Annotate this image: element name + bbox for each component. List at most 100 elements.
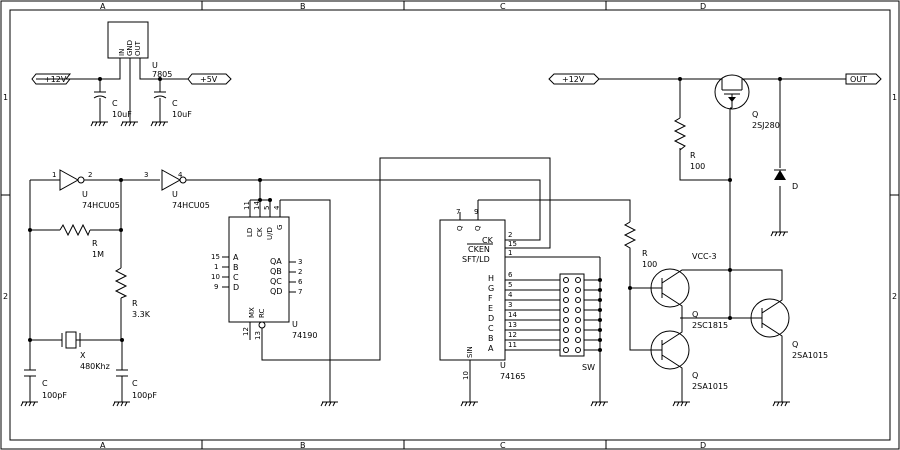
sr-top-label: Q <box>474 225 482 231</box>
pin-label-gnd: GND <box>126 40 134 56</box>
q-pnp-right-part: 2SA1015 <box>792 351 828 360</box>
net-port-12v-in <box>31 73 72 85</box>
r-gate-value: 100 <box>690 162 705 171</box>
counter-top-pin: 5 <box>263 206 271 210</box>
sr-in-pin: 6 <box>508 271 513 279</box>
q-npn-ref: Q <box>692 310 698 319</box>
counter-in-pin: 1 <box>214 263 218 271</box>
sr-in-pin: 13 <box>508 321 517 329</box>
r-gate-ref: R <box>690 151 696 160</box>
sr-in-pin: 14 <box>508 311 517 319</box>
driver-out-label: OUT <box>850 75 867 84</box>
frame-col-top: C <box>500 2 506 11</box>
net-label-5v: +5V <box>200 75 218 84</box>
inv2-pin-in: 3 <box>144 171 148 179</box>
q-npn-part: 2SC1815 <box>692 321 728 330</box>
frame-row-right: 1 <box>892 93 897 102</box>
counter-top-label: LD <box>246 228 254 237</box>
sr-in-label: D <box>488 314 494 323</box>
dip-switch-8 <box>559 273 585 357</box>
driver-section: +12V OUT Q 2SJ280 R 100 D R 100 VCC-3 <box>548 73 882 407</box>
inverter-2 <box>161 169 182 191</box>
net-port-out <box>845 73 882 85</box>
q-pnp-right-ref: Q <box>792 340 798 349</box>
r-base-value: 100 <box>642 260 657 269</box>
regulator-ref: U <box>152 61 158 70</box>
sr-in-pin: 11 <box>508 341 517 349</box>
crystal-ref: X <box>80 351 86 360</box>
resistor-3k3 <box>114 267 128 299</box>
inv1-part: 74HCU05 <box>82 201 120 210</box>
q-pnp-low-part: 2SA1015 <box>692 382 728 391</box>
counter-74190-section: 11 14 5 4 LD CK U/D G 15 1 10 9 A B C D … <box>211 157 551 407</box>
mosfet-ref: Q <box>752 110 758 119</box>
r-feedback-value: 1M <box>92 250 104 259</box>
sr-ctrl-label: SFT/LD <box>462 255 490 264</box>
switch-ref: SW <box>582 363 595 372</box>
crystal-value: 480Khz <box>80 362 110 371</box>
sr-in-pin: 5 <box>508 281 512 289</box>
counter-bottom-pin: 12 <box>242 327 250 336</box>
counter-out-label: QC <box>270 277 282 286</box>
counter-out-pin: 3 <box>298 258 302 266</box>
sr-in-pin: 12 <box>508 331 517 339</box>
counter-in-label: B <box>233 263 239 272</box>
counter-top-pin: 11 <box>243 201 251 210</box>
sr-in-pin: 4 <box>508 291 513 299</box>
transistor-2sa1015-right <box>730 269 790 402</box>
regulator-part: 7805 <box>152 70 172 79</box>
counter-out-pin: 2 <box>298 268 302 276</box>
counter-74190 <box>228 216 290 323</box>
inv2-part: 74HCU05 <box>172 201 210 210</box>
driver-supply-label: +12V <box>562 75 585 84</box>
counter-ref: U <box>292 320 298 329</box>
sr-part: 74165 <box>500 372 525 381</box>
sr-in-label: H <box>488 274 494 283</box>
diode-ref: D <box>792 182 798 191</box>
inverter-1 <box>59 169 80 191</box>
counter-out-label: QB <box>270 267 282 276</box>
cap-in-ref: C <box>112 99 118 108</box>
sr-sin-label: SIN <box>466 346 474 358</box>
counter-out-pin: 6 <box>298 278 303 286</box>
r-series-value: 3.3K <box>132 310 151 319</box>
inv2-ref: U <box>172 190 178 199</box>
frame-col-bottom: B <box>300 441 306 450</box>
cap-in-value: 10uF <box>112 110 132 119</box>
frame-col-top: D <box>700 2 706 11</box>
sr-ctrl-pin: 1 <box>508 249 512 257</box>
sr-ctrl-pin: 2 <box>508 231 512 239</box>
net-port-12v-driver <box>548 73 600 85</box>
diode <box>774 169 786 180</box>
r-feedback-ref: R <box>92 239 98 248</box>
shift-register-74165 <box>439 219 506 361</box>
counter-top-pin: 4 <box>273 205 281 210</box>
pin-label-in: IN <box>118 49 126 56</box>
counter-bottom-pin: 13 <box>254 331 262 340</box>
regulator-section: IN GND OUT U 7805 +12V +5V C 10uF C 10uF <box>31 21 232 127</box>
frame-row-right: 2 <box>892 292 897 301</box>
mosfet-part: 2SJ280 <box>752 121 780 130</box>
counter-in-label: C <box>233 273 239 282</box>
cap-a-value: 100pF <box>42 391 67 400</box>
r-series-ref: R <box>132 299 138 308</box>
counter-top-label: U/D <box>266 227 274 240</box>
frame-col-bottom: D <box>700 441 706 450</box>
sr-in-pin: 3 <box>508 301 512 309</box>
inv1-pin-out: 2 <box>88 171 92 179</box>
pin-label-out: OUT <box>134 40 142 56</box>
transistor-2sc1815 <box>650 268 690 319</box>
counter-in-label: A <box>233 253 239 262</box>
sr-in-label: B <box>488 334 494 343</box>
cap-a-ref: C <box>42 379 48 388</box>
frame-col-bottom: C <box>500 441 506 450</box>
counter-top-pin: 14 <box>253 201 261 210</box>
counter-top-label: CK <box>256 227 264 237</box>
mosfet-2sj280 <box>712 74 752 110</box>
vcc-label: VCC-3 <box>692 252 717 261</box>
sr-sin-pin: 10 <box>462 371 470 380</box>
oscillator-section: 1 2 U 74HCU05 3 4 U 74HCU05 R 1M R 3.3K … <box>20 169 541 407</box>
frame-row-left: 2 <box>3 292 8 301</box>
